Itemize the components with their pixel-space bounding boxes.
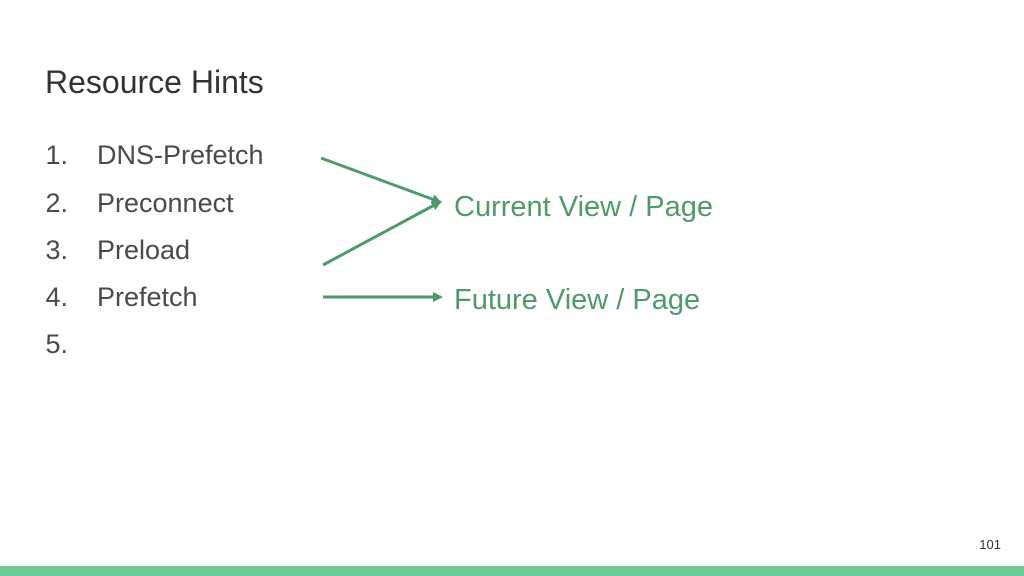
current-view-label: Current View / Page (454, 191, 713, 223)
list-item-number: 3. (45, 235, 68, 265)
list-item-label: Prefetch (97, 282, 198, 312)
bottom-accent-bar (0, 566, 1024, 576)
list-item-label: Preconnect (97, 188, 234, 218)
page-number: 101 (979, 537, 1001, 552)
slide-title: Resource Hints (45, 64, 264, 100)
list-item-number: 4. (45, 282, 68, 312)
list-item-number: 5. (45, 329, 68, 359)
arrow-preload-to-current (322, 200, 442, 267)
list-item-label: Preload (97, 235, 191, 265)
future-view-label: Future View / Page (454, 284, 701, 316)
list-item-number: 1. (45, 140, 68, 170)
arrow-dns-prefetch-to-current (320, 156, 442, 204)
list-item-label: DNS-Prefetch (97, 140, 264, 170)
list-item-number: 2. (45, 188, 68, 218)
